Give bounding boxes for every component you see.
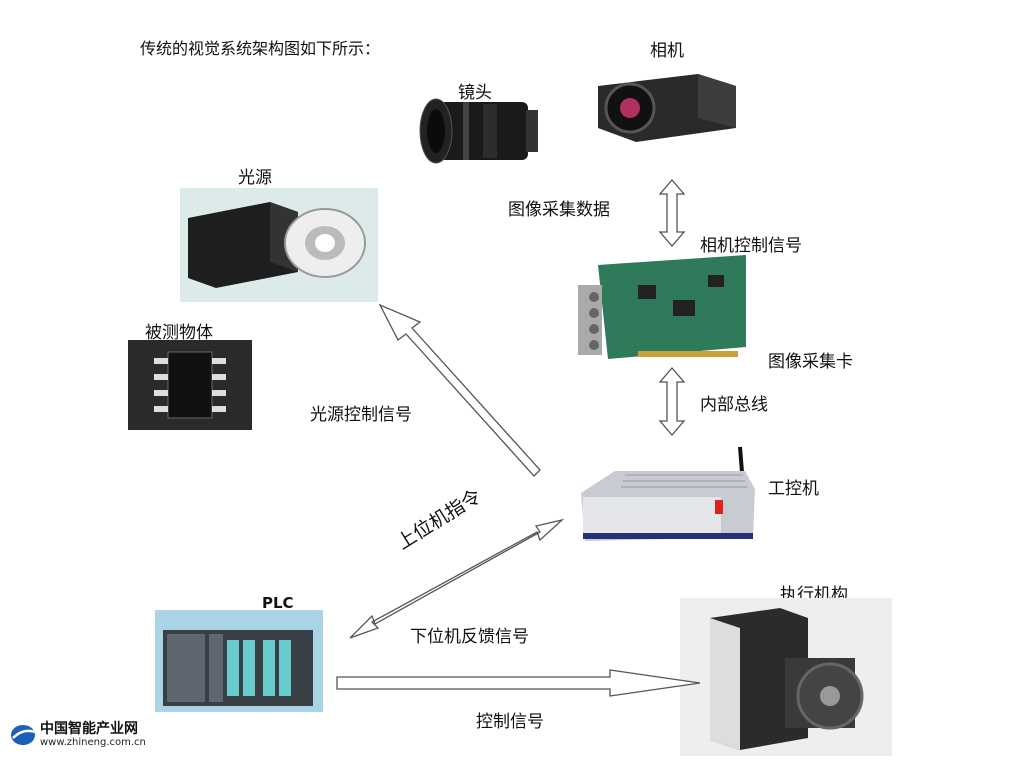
capture-card-label: 图像采集卡 (768, 352, 853, 372)
lens-image (419, 98, 538, 164)
light-source-label: 光源 (238, 168, 272, 188)
camera-label: 相机 (650, 41, 684, 61)
ipc-image (581, 446, 755, 541)
logo-name: 中国智能产业网 (40, 721, 138, 737)
object-label: 被测物体 (145, 323, 213, 343)
plc-label: PLC (262, 594, 294, 612)
diagram-title: 传统的视觉系统架构图如下所示： (140, 39, 381, 58)
object-chip-image (128, 340, 252, 430)
logo-url: www.zhineng.com.cn (40, 737, 146, 748)
globe-logo-icon (11, 725, 36, 745)
plc-image (155, 610, 323, 712)
light-control-label: 光源控制信号 (310, 405, 412, 425)
arrow-light-control (378, 303, 541, 477)
image-data-label: 图像采集数据 (508, 200, 610, 220)
internal-bus-label: 内部总线 (700, 395, 768, 415)
ipc-label: 工控机 (768, 479, 819, 499)
feedback-label: 下位机反馈信号 (410, 627, 529, 647)
actuator-image (680, 598, 892, 756)
control-signal-label: 控制信号 (476, 712, 544, 732)
lens-label: 镜头 (458, 83, 492, 103)
site-logo: 中国智能产业网 www.zhineng.com.cn (10, 722, 146, 748)
arrow-control-signal (336, 669, 701, 697)
camera-control-label: 相机控制信号 (700, 236, 802, 256)
camera-image (598, 74, 736, 142)
light-source-image (180, 188, 378, 302)
double-arrow-camera-card (658, 179, 686, 247)
double-arrow-card-ipc (658, 367, 686, 436)
double-arrow-host-plc (349, 518, 565, 639)
capture-card-image (578, 255, 746, 359)
